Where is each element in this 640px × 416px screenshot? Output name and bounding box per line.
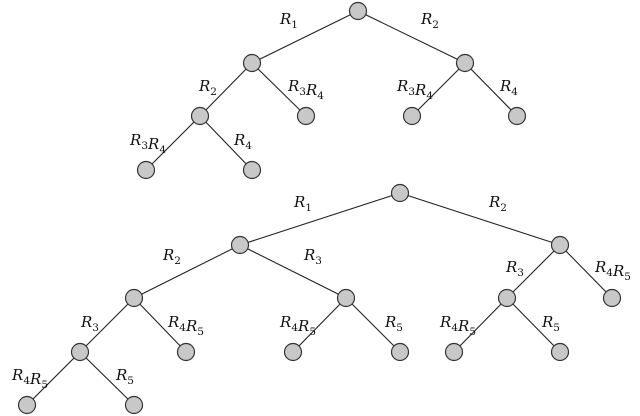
edge-t1-c-t1-h — [199, 115, 253, 171]
edge-label-t1-root-t1-a: R1 — [279, 10, 298, 31]
edge-t1-root-t1-b — [357, 10, 466, 64]
edge-t2-g-t2-m — [26, 351, 81, 406]
edge-label-t1-root-t1-b: R2 — [420, 10, 439, 31]
edge-label-t2-e-t2-k: R4R5 — [439, 313, 476, 338]
node-t2-k — [444, 342, 464, 362]
edge-t2-c-t2-h — [133, 297, 187, 353]
edge-label-t2-d-t2-j: R5 — [384, 313, 403, 334]
edge-t2-b-t2-f — [559, 244, 613, 299]
edge-t1-c-t1-g — [145, 115, 201, 171]
edge-t2-d-t2-j — [345, 297, 401, 353]
node-t2-n — [124, 395, 144, 415]
edge-label-t1-a-t1-d: R3R4 — [287, 77, 324, 102]
edge-label-t1-b-t1-e: R3R4 — [396, 77, 433, 102]
edge-t1-root-t1-a — [251, 10, 359, 64]
edge-t2-b-t2-e — [506, 244, 561, 299]
edge-label-t1-a-t1-c: R2 — [198, 77, 217, 98]
node-t2-f — [602, 288, 622, 308]
node-t2-m — [17, 395, 37, 415]
node-t1-b — [455, 53, 475, 73]
edge-label-t2-a-t2-c: R2 — [162, 246, 181, 267]
node-t2-l — [550, 342, 570, 362]
edges-layer — [26, 10, 613, 406]
node-t2-g — [70, 342, 90, 362]
node-t1-e — [402, 106, 422, 126]
node-t2-d — [336, 288, 356, 308]
edge-t1-b-t1-e — [411, 62, 466, 117]
node-t2-root — [390, 183, 410, 203]
edge-t2-a-t2-d — [239, 244, 347, 299]
edge-t2-g-t2-n — [79, 351, 135, 406]
edge-label-t1-c-t1-g: R3R4 — [129, 131, 166, 156]
node-t1-d — [296, 106, 316, 126]
node-t2-i — [283, 342, 303, 362]
edge-label-t2-a-t2-d: R3 — [303, 246, 322, 267]
node-t1-g — [136, 160, 156, 180]
node-t2-c — [124, 288, 144, 308]
node-t2-b — [550, 235, 570, 255]
node-t2-a — [230, 235, 250, 255]
edge-label-t2-root-t2-b: R2 — [488, 193, 507, 214]
edge-t1-a-t1-d — [251, 62, 307, 117]
edge-label-t2-c-t2-h: R4R5 — [167, 313, 204, 338]
node-t1-root — [348, 1, 368, 21]
node-t1-h — [242, 160, 262, 180]
edge-label-t2-b-t2-e: R3 — [505, 258, 524, 279]
nodes-layer — [17, 1, 622, 415]
edge-label-t2-c-t2-g: R3 — [80, 313, 99, 334]
node-t2-e — [497, 288, 517, 308]
edge-t1-a-t1-c — [199, 62, 253, 117]
node-t1-f — [507, 106, 527, 126]
edge-t2-d-t2-i — [292, 297, 347, 353]
edge-t2-root-t2-a — [239, 192, 401, 246]
edge-t2-root-t2-b — [399, 192, 561, 246]
edge-t2-e-t2-l — [506, 297, 561, 353]
edge-t2-e-t2-k — [453, 297, 508, 353]
node-t2-j — [390, 342, 410, 362]
node-t1-c — [190, 106, 210, 126]
edge-label-t2-root-t2-a: R1 — [293, 193, 312, 214]
edge-label-t2-g-t2-n: R5 — [115, 366, 134, 387]
edge-t1-b-t1-f — [464, 62, 518, 117]
edge-label-t1-b-t1-f: R4 — [499, 77, 518, 98]
edge-label-t2-b-t2-f: R4R5 — [594, 258, 631, 283]
edge-label-t2-e-t2-l: R5 — [541, 313, 560, 334]
edge-t2-a-t2-c — [133, 244, 241, 299]
edge-label-t2-g-t2-m: R4R5 — [11, 366, 48, 391]
edge-label-t2-d-t2-i: R4R5 — [279, 313, 316, 338]
node-t2-h — [176, 342, 196, 362]
edge-t2-c-t2-g — [79, 297, 135, 353]
node-t1-a — [242, 53, 262, 73]
edge-label-t1-c-t1-h: R4 — [233, 131, 252, 152]
